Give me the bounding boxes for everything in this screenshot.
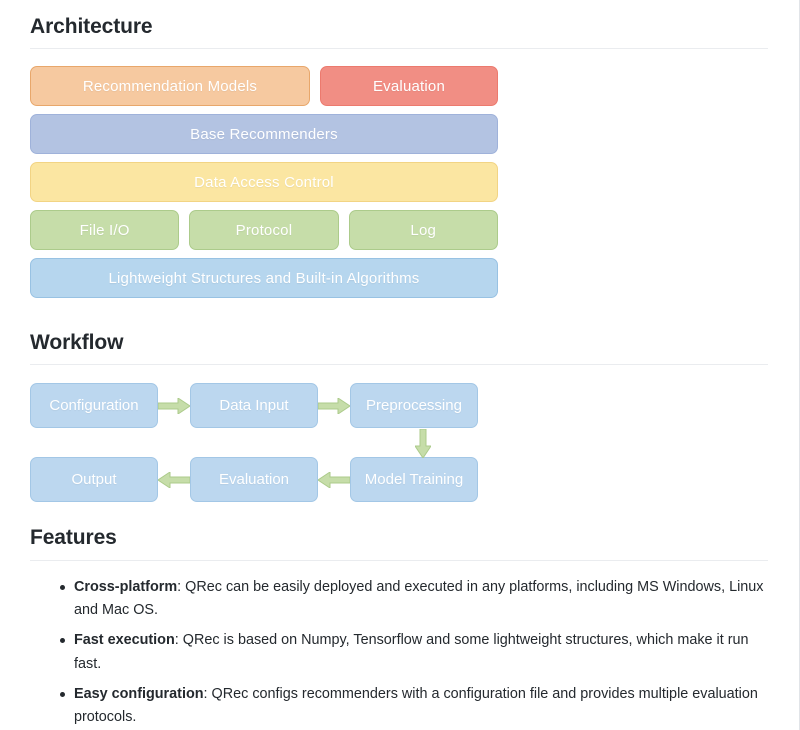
workflow-step-configuration: Configuration	[30, 383, 158, 429]
arch-block-log: Log	[348, 210, 498, 251]
architecture-row-4: File I/O Protocol Log	[30, 210, 768, 251]
list-item: Cross-platform: QRec can be easily deplo…	[60, 576, 770, 623]
arch-block-protocol: Protocol	[189, 210, 339, 251]
feature-term: Cross-platform	[74, 578, 178, 595]
heading-divider-features	[30, 559, 768, 561]
architecture-row-5: Lightweight Structures and Built-in Algo…	[30, 258, 768, 299]
arrow-down-icon	[400, 428, 445, 458]
arch-block-data-access-control: Data Access Control	[30, 162, 498, 203]
heading-divider-workflow	[30, 364, 768, 366]
feature-text: QRec is based on Numpy, Tensorflow and s…	[74, 632, 749, 672]
list-item: Fast execution: QRec is based on Numpy, …	[60, 629, 770, 676]
arch-block-file-io: File I/O	[30, 210, 180, 251]
heading-divider-architecture	[30, 48, 768, 50]
page-title-workflow: Workflow	[30, 331, 124, 355]
arrow-right-icon-2	[318, 383, 350, 428]
arrow-right-icon-1	[158, 383, 190, 428]
page-title-features: Features	[30, 526, 117, 550]
architecture-row-3: Data Access Control	[30, 162, 768, 203]
feature-term: Fast execution	[74, 632, 175, 649]
arch-block-base-recommenders: Base Recommenders	[30, 114, 498, 155]
list-item: Easy configuration: QRec configs recomme…	[60, 683, 770, 730]
feature-term: Easy configuration	[74, 685, 204, 702]
architecture-row-2: Base Recommenders	[30, 114, 768, 155]
workflow-step-preprocessing: Preprocessing	[350, 383, 478, 429]
workflow-diagram: Configuration Data Input Preprocessing	[30, 383, 768, 503]
feature-separator: :	[177, 578, 186, 595]
workflow-step-data-input: Data Input	[190, 383, 318, 429]
features-list: Cross-platform: QRec can be easily deplo…	[30, 576, 770, 730]
arch-block-recommendation-models: Recommendation Models	[30, 66, 310, 107]
content-column: Architecture Recommendation Models Evalu…	[30, 0, 770, 730]
workflow-step-evaluation: Evaluation	[190, 457, 318, 503]
feature-separator: :	[203, 685, 212, 702]
architecture-row-1: Recommendation Models Evaluation	[30, 66, 768, 107]
page-title-architecture: Architecture	[30, 15, 153, 38]
arch-block-lightweight-structures: Lightweight Structures and Built-in Algo…	[30, 258, 498, 299]
workflow-row-bottom: Output Evaluation Model Training	[30, 457, 768, 503]
feature-separator: :	[174, 632, 183, 649]
workflow-step-model-training: Model Training	[350, 457, 478, 503]
arrow-left-icon-2	[318, 457, 350, 502]
architecture-diagram: Recommendation Models Evaluation Base Re…	[30, 66, 768, 299]
arch-block-evaluation: Evaluation	[320, 66, 498, 107]
arrow-left-icon-1	[158, 457, 190, 502]
workflow-connector-row	[30, 428, 768, 458]
workflow-step-output: Output	[30, 457, 158, 503]
feature-text: QRec can be easily deployed and executed…	[74, 578, 764, 618]
workflow-row-top: Configuration Data Input Preprocessing	[30, 383, 768, 429]
feature-text: QRec configs recommenders with a configu…	[74, 685, 758, 726]
